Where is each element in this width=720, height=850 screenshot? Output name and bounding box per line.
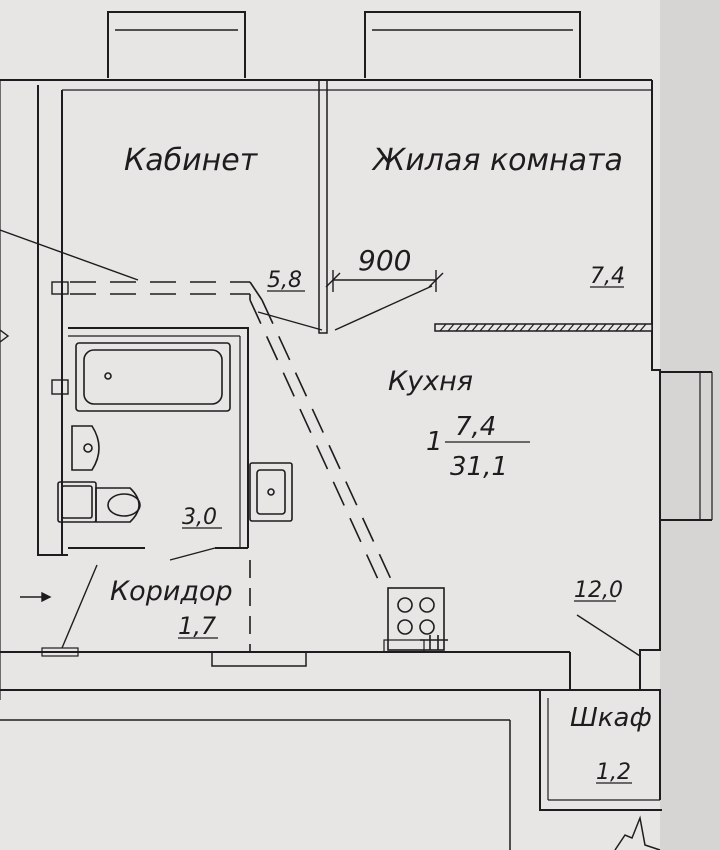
hatched-partition: [434, 323, 653, 332]
apartment-total-area: 31,1: [450, 452, 508, 482]
apartment-number: 1: [426, 427, 443, 457]
area-underlines: [178, 286, 632, 784]
room-name-living: Жилая комната: [371, 143, 623, 178]
room-area-kitchen: 12,0: [574, 578, 623, 603]
room-area-corridor: 1,7: [178, 612, 217, 640]
room-name-wardrobe: Шкаф: [570, 703, 652, 733]
room-name-corridor: Коридор: [110, 576, 233, 607]
room-area-living: 7,4: [590, 264, 625, 289]
wardrobe-wall: [540, 689, 661, 800]
outer-wall-bottom-2: [0, 689, 662, 811]
partition-study-living: [318, 79, 328, 334]
vent-duct-bend: [249, 281, 263, 301]
balcony-left: [107, 11, 246, 78]
left-column: [37, 85, 68, 556]
vent-ducts: [70, 281, 396, 589]
room-name-kitchen: Кухня: [388, 366, 473, 397]
dimension-value: 900: [358, 244, 411, 277]
balcony-right: [364, 11, 581, 78]
break-line: [614, 815, 661, 850]
bathroom-sink-icon: [71, 425, 100, 471]
room-area-wardrobe: 1,2: [596, 760, 631, 785]
bottom-wall-fill-mid: [211, 651, 307, 667]
room-area-bathroom: 3,0: [182, 505, 217, 530]
room-name-study: Кабинет: [124, 143, 259, 178]
dimension-line: [325, 270, 444, 292]
paper-shadow-right: [660, 0, 720, 850]
toilet-icon: [57, 481, 141, 523]
bottom-wall-fill-left: [41, 647, 79, 657]
bathroom-wall-top: [68, 327, 249, 548]
corridor-sink-icon: [249, 462, 293, 522]
apartment-living-area: 7,4: [455, 412, 496, 442]
stove-icon: [387, 587, 448, 651]
bottom-wall-fill-right: [383, 639, 425, 653]
room-area-study: 5,8: [267, 268, 302, 293]
door-swings: [0, 229, 641, 657]
bathtub-icon: [75, 342, 231, 412]
outer-wall-right: [639, 80, 661, 690]
riser-markers: [51, 281, 69, 395]
